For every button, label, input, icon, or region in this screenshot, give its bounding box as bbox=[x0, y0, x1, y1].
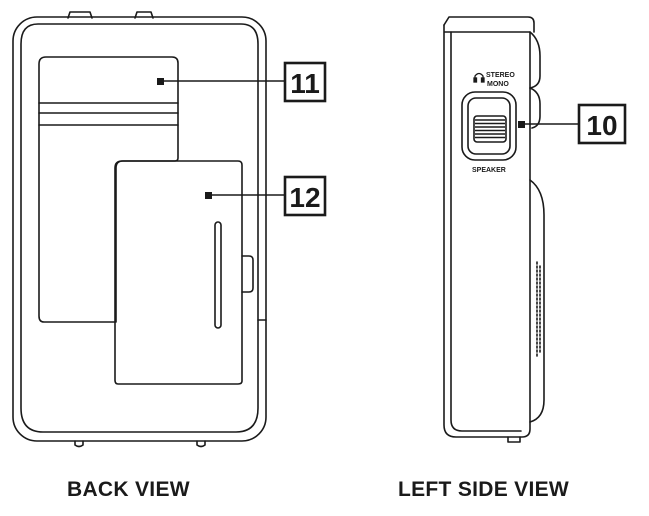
callout-number-10: 10 bbox=[586, 110, 617, 141]
switch-label-stereo: STEREO bbox=[486, 72, 515, 79]
back-view-drawing bbox=[12, 11, 267, 448]
top-button-left bbox=[67, 11, 93, 19]
callout-number-11: 11 bbox=[290, 68, 320, 99]
switch-label-speaker: SPEAKER bbox=[472, 167, 506, 174]
callout-box-11 bbox=[283, 61, 327, 103]
side-grip-edge bbox=[529, 179, 545, 423]
callout-marker-11 bbox=[157, 78, 164, 85]
audio-output-switch bbox=[461, 91, 517, 161]
callout-box-12 bbox=[283, 175, 327, 217]
headphones-icon bbox=[473, 72, 485, 83]
side-top-cap bbox=[443, 16, 535, 33]
top-button-right bbox=[134, 11, 154, 19]
callout-10: 10 bbox=[518, 103, 627, 145]
switch-knob-ridges bbox=[475, 119, 505, 139]
callout-marker-10 bbox=[518, 121, 525, 128]
side-body-outline bbox=[443, 24, 531, 438]
side-bottom-foot bbox=[507, 436, 521, 443]
bottom-foot-left bbox=[74, 440, 84, 448]
side-upper-button bbox=[529, 87, 541, 129]
switch-label-mono: MONO bbox=[487, 81, 509, 88]
left-side-view-drawing bbox=[443, 16, 545, 443]
callout-11: 11 bbox=[157, 61, 327, 103]
callout-box-10 bbox=[577, 103, 627, 145]
callout-12: 12 bbox=[205, 175, 327, 217]
callout-marker-12 bbox=[205, 192, 212, 199]
bottom-foot-right bbox=[196, 440, 206, 448]
callout-number-12: 12 bbox=[289, 182, 320, 213]
battery-cover-slot bbox=[214, 221, 222, 329]
belt-clip bbox=[38, 56, 179, 323]
battery-cover bbox=[114, 160, 243, 385]
side-body-inner bbox=[450, 31, 522, 432]
back-body-outline bbox=[12, 16, 267, 442]
audio-output-switch-inner bbox=[467, 97, 511, 155]
back-view-label: BACK VIEW bbox=[67, 478, 190, 501]
audio-output-switch-knob bbox=[473, 115, 507, 143]
side-top-button bbox=[529, 31, 541, 89]
left-side-view-label: LEFT SIDE VIEW bbox=[398, 478, 570, 501]
back-body-inner bbox=[20, 23, 259, 433]
battery-cover-latch bbox=[241, 255, 254, 293]
